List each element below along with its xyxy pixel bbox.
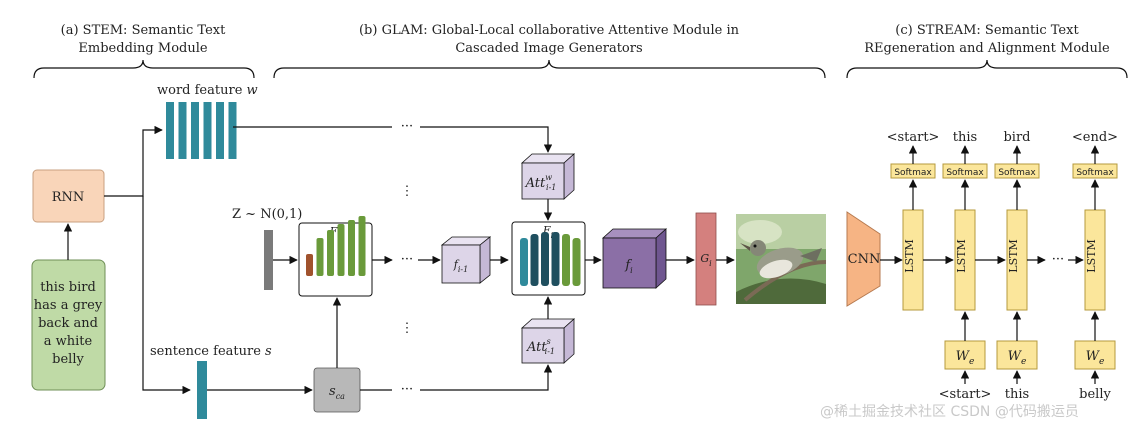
fi-bar: [572, 238, 581, 286]
output-word: <start>: [887, 130, 940, 145]
we-label: We: [956, 349, 975, 367]
input-text-line: a white: [44, 334, 93, 349]
lstm-layer: LSTMSoftmax<start>LSTMSoftmaxthisWeLSTMS…: [887, 130, 1119, 402]
glam-heading-line1: (b) GLAM: Global-Local collaborative Att…: [359, 23, 740, 38]
output-word: <end>: [1072, 130, 1118, 145]
dots-bottom: ···: [401, 382, 413, 397]
f0-bar: [348, 220, 355, 276]
word-feature-bars: [166, 102, 237, 159]
we-box: [944, 340, 986, 370]
fi-bar: [520, 238, 528, 286]
input-text-line: back and: [38, 316, 98, 331]
input-text-line: this bird: [40, 280, 96, 295]
f0-bar: [306, 254, 313, 276]
softmax-label: Softmax: [1076, 168, 1114, 178]
softmax-label: Softmax: [894, 168, 932, 178]
stem-brace: [33, 59, 255, 79]
fi-bars: [520, 232, 581, 286]
f-i-minus-1-cube: fi-1: [440, 236, 492, 284]
noise-vector: [264, 230, 273, 290]
generated-bird-image: [736, 214, 827, 304]
f-i-cube: fi: [601, 228, 668, 289]
section-stem-heading: (a) STEM: Semantic Text Embedding Module: [33, 23, 255, 79]
f0-bars: [306, 216, 366, 276]
word-feature-bar: [228, 102, 237, 159]
sentence-feature-label: sentence feature s: [150, 344, 272, 359]
fi-bar: [530, 234, 539, 286]
we-label: We: [1086, 349, 1105, 367]
lstm-label: LSTM: [1085, 239, 1098, 272]
dots-mid: ···: [401, 252, 413, 267]
softmax-label: Softmax: [998, 168, 1036, 178]
input-text: this bird has a grey back and a white be…: [34, 280, 103, 367]
f-i-minus-1-label: fi-1: [453, 258, 468, 274]
input-word: this: [1005, 387, 1029, 402]
glam-brace: [273, 59, 826, 79]
f0-bar: [327, 230, 334, 276]
word-to-attw-arrow: [420, 126, 553, 153]
f0-bar: [316, 238, 324, 276]
stream-heading-line2: REgeneration and Alignment Module: [864, 41, 1110, 56]
input-word: <start>: [939, 387, 992, 402]
vdots-lower: ⋮: [401, 321, 414, 336]
gi-label: Gi: [700, 252, 712, 268]
section-glam-heading: (b) GLAM: Global-Local collaborative Att…: [273, 23, 826, 79]
word-feature-bar: [166, 102, 174, 159]
lstm-dots: ···: [1052, 252, 1064, 267]
stream-brace: [846, 59, 1128, 79]
dots-top: ···: [401, 119, 413, 134]
gi-box: [695, 212, 717, 306]
sca-to-atts-arrow: [420, 364, 553, 391]
sentence-feature-bar: [197, 361, 207, 419]
noise-label: Z ~ N(0,1): [232, 207, 302, 222]
word-feature-bar: [191, 102, 199, 159]
we-box: [1074, 340, 1116, 370]
section-stream-heading: (c) STREAM: Semantic Text REgeneration a…: [846, 23, 1128, 79]
lstm-label: LSTM: [955, 239, 968, 272]
output-word: bird: [1003, 130, 1030, 145]
stream-heading-line1: (c) STREAM: Semantic Text: [895, 23, 1079, 38]
lstm-label: LSTM: [1007, 239, 1020, 272]
lstm-label: LSTM: [903, 239, 916, 272]
input-text-line: belly: [52, 352, 84, 367]
we-label: We: [1008, 349, 1027, 367]
word-feature-bar: [178, 102, 187, 159]
cnn-block: [846, 211, 881, 307]
softmax-label: Softmax: [946, 168, 984, 178]
word-feature-label: word feature w: [157, 83, 258, 98]
rnn-to-sentence-arrow: [142, 196, 191, 395]
stem-heading-line2: Embedding Module: [78, 41, 207, 56]
watermark: @稀土掘金技术社区 CSDN @代码搬运员: [820, 404, 1079, 420]
sca-box: [313, 367, 361, 413]
fi-bar: [541, 232, 549, 286]
rnn-to-word-arrow: [104, 125, 163, 197]
cnn-label: CNN: [848, 252, 881, 267]
stem-heading-line1: (a) STEM: Semantic Text: [61, 23, 226, 38]
f0-bar: [358, 216, 366, 276]
vdots-upper: ⋮: [401, 184, 414, 199]
word-feature-bar: [216, 102, 224, 159]
sca-label: sca: [329, 384, 345, 401]
fi-bar: [551, 232, 560, 286]
f-i-label: fi: [624, 258, 633, 275]
f0-bar: [337, 224, 345, 276]
fi-bar: [562, 234, 570, 286]
glam-heading-line2: Cascaded Image Generators: [455, 41, 642, 56]
input-text-line: has a grey: [34, 298, 103, 313]
rnn-label: RNN: [52, 190, 85, 205]
output-word: this: [953, 130, 977, 145]
word-feature-bar: [203, 102, 212, 159]
input-word: belly: [1079, 387, 1111, 402]
